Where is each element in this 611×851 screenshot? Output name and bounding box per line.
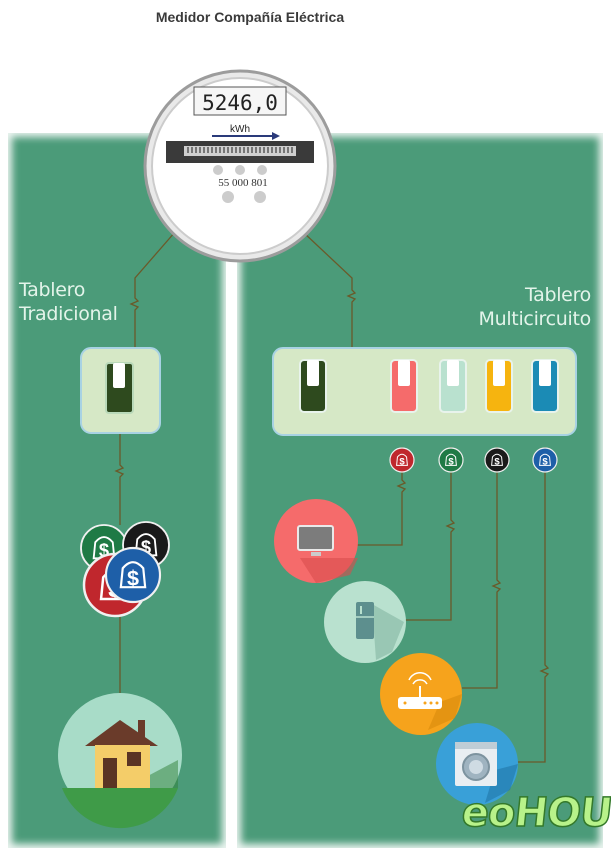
breaker-switch-main — [299, 359, 327, 413]
tv-icon — [274, 499, 358, 583]
money-coin-3: $ — [532, 447, 558, 473]
fridge-icon — [324, 581, 406, 663]
meter-serial: 55 000 801 — [218, 177, 268, 189]
breaker-switch-fridge — [439, 359, 467, 413]
svg-text:$: $ — [399, 457, 405, 468]
breaker-switch-tv — [390, 359, 418, 413]
eohouse-logo: eoHOUSE — [459, 789, 611, 837]
meter-reading: 5246,0 — [202, 91, 278, 115]
money-coin-stack-3: $ — [104, 546, 162, 604]
svg-text:$: $ — [127, 565, 139, 590]
money-coin-2: $ — [484, 447, 510, 473]
house-icon — [58, 693, 182, 829]
wires — [114, 231, 550, 763]
svg-text:$: $ — [494, 457, 500, 468]
breaker-switch-washer — [531, 359, 559, 413]
traditional-panel-label: Tablero Tradicional — [19, 279, 118, 325]
svg-text:$: $ — [141, 537, 151, 558]
washer-icon — [436, 723, 518, 805]
traditional-breaker-panel — [80, 347, 161, 434]
breaker-switch-router — [485, 359, 513, 413]
meter-unit: kWh — [230, 124, 250, 135]
traditional-money-cluster: $$$$ — [80, 521, 170, 618]
meter-title: Medidor Compañía Eléctrica — [155, 9, 345, 25]
multicircuit-panel-label: Tablero Multicircuito — [478, 284, 591, 330]
multicircuit-breaker-panel — [272, 347, 577, 436]
electric-meter: 5246,0 kWh 55 000 801 — [143, 69, 337, 263]
money-coin-0: $ — [389, 447, 415, 473]
money-coin-1: $ — [438, 447, 464, 473]
svg-text:$: $ — [542, 457, 548, 468]
router-icon — [380, 653, 462, 735]
svg-text:$: $ — [448, 457, 454, 468]
svg-text:$: $ — [99, 540, 109, 561]
